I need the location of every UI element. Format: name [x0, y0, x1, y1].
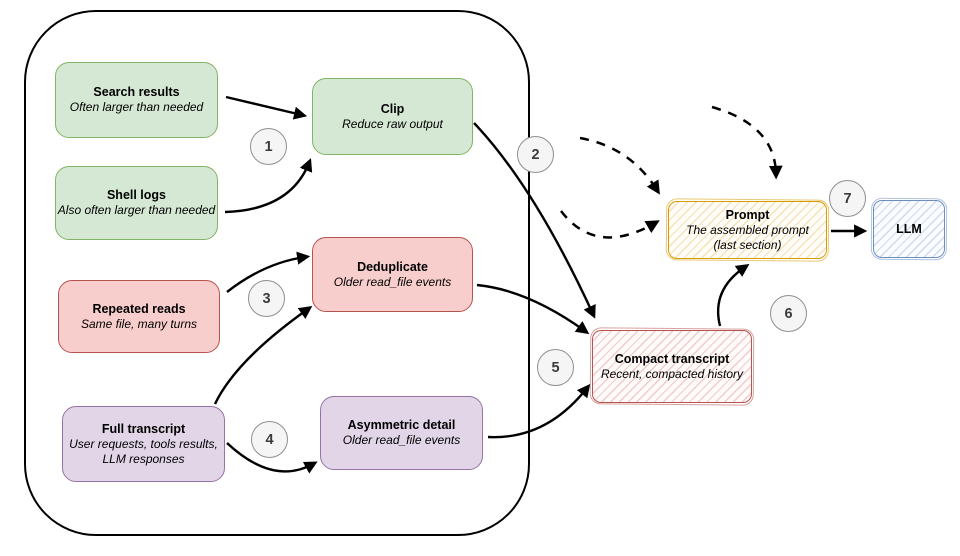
dashed-arrow-top-to-prompt — [711, 105, 783, 180]
node-title: Search results — [93, 85, 180, 99]
step-badge-3: 3 — [248, 280, 285, 317]
dashed-arrow-left-to-prompt — [579, 136, 660, 195]
node-subtitle: The assembled prompt — [686, 222, 809, 237]
node-title: Clip — [380, 101, 405, 116]
node-title: Full transcript — [101, 421, 186, 436]
node-subtitle: Recent, compacted history — [600, 366, 744, 381]
node-compact-transcript: Compact transcript Recent, compacted his… — [592, 330, 752, 403]
step-badge-5: 5 — [537, 349, 574, 386]
dashed-arrow-lower-left-to-prompt — [560, 210, 660, 239]
node-prompt: Prompt The assembled prompt (last sectio… — [668, 201, 827, 259]
node-subtitle: Reduce raw output — [342, 116, 443, 131]
node-shell-logs: Shell logs Also often larger than needed — [55, 166, 218, 240]
node-title: Asymmetric detail — [347, 418, 456, 432]
node-asymmetric-detail: Asymmetric detail Older read_file events — [320, 396, 483, 470]
node-repeated-reads: Repeated reads Same file, many turns — [58, 280, 220, 353]
node-title: Deduplicate — [357, 259, 428, 274]
node-subtitle: Often larger than needed — [69, 100, 204, 114]
step-badge-2: 2 — [517, 136, 554, 173]
node-title: Shell logs — [106, 188, 167, 202]
node-subtitle: Also often larger than needed — [57, 203, 216, 217]
arrow-compact-transcript-to-prompt — [716, 264, 750, 327]
step-badge-6: 6 — [770, 295, 807, 332]
step-badge-1: 1 — [250, 128, 287, 165]
step-badge-4: 4 — [251, 421, 288, 458]
node-subtitle: Same file, many turns — [80, 316, 198, 331]
node-full-transcript: Full transcript User requests, tools res… — [62, 406, 225, 482]
node-llm: LLM — [873, 200, 945, 258]
node-clip: Clip Reduce raw output — [312, 78, 473, 155]
node-title: Prompt — [725, 207, 770, 222]
node-title: LLM — [896, 221, 922, 236]
step-badge-7: 7 — [829, 180, 866, 217]
node-subtitle: (last section) — [713, 237, 782, 252]
node-subtitle: User requests, tools results, — [69, 436, 218, 451]
node-subtitle: Older read_file events — [342, 433, 461, 447]
node-deduplicate: Deduplicate Older read_file events — [312, 237, 473, 312]
node-search-results: Search results Often larger than needed — [55, 62, 218, 138]
node-title: Compact transcript — [614, 351, 730, 366]
node-title: Repeated reads — [92, 301, 186, 316]
node-subtitle: Older read_file events — [333, 274, 452, 289]
node-subtitle: LLM responses — [102, 451, 185, 466]
